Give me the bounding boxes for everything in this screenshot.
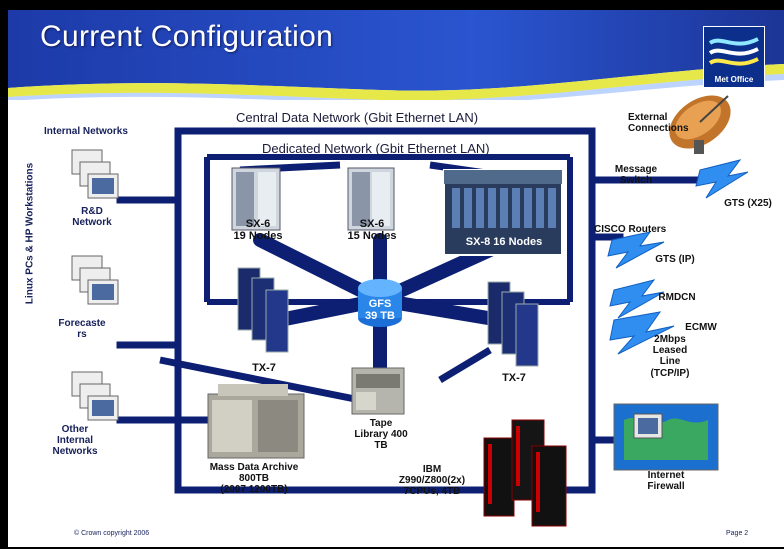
footer-copyright: © Crown copyright 2006: [74, 530, 150, 537]
central-network-lines: [116, 127, 704, 494]
external-connections-label: External Connections: [628, 112, 689, 135]
other-internal-networks-label: Other Internal Networks: [52, 424, 98, 458]
gfs-39tb-label: GFS 39 TB: [365, 298, 395, 323]
internal-networks-label: Internal Networks: [44, 126, 128, 137]
gfs-storage-icon: [358, 279, 402, 327]
workstation-icon: [71, 149, 119, 199]
dedicated-network-label: Dedicated Network (Gbit Ethernet LAN): [262, 141, 490, 156]
ecmw-label: ECMW: [685, 322, 717, 333]
gts-ip-label: GTS (IP): [655, 254, 695, 265]
world-map-monitor-icon: [613, 403, 719, 471]
workstation-icon: [71, 255, 119, 305]
supercomputer-icon: [231, 167, 281, 231]
workstations-label: Linux PCs & HP Workstations: [24, 162, 36, 305]
server-rack-icon: [487, 281, 539, 367]
frame-top: [0, 0, 784, 10]
frame-left: [0, 0, 8, 549]
satellite-dish-icon: [669, 95, 731, 154]
tape-library-label: Tape Library 400 TB: [354, 418, 408, 452]
central-network-label: Central Data Network (Gbit Ethernet LAN): [236, 110, 479, 125]
logo-text: Met Office: [714, 75, 754, 84]
footer-page-number: Page 2: [726, 530, 749, 537]
mass-archive-icon: [207, 384, 305, 459]
lightning-bolt-icon: [609, 279, 665, 319]
rmdcn-label: RMDCN: [658, 292, 696, 303]
server-rack-icon: [237, 267, 289, 353]
sx6-15-nodes-label: SX-6 15 Nodes: [347, 218, 397, 243]
lightning-bolt-icon: [609, 311, 675, 355]
leased-line-label: 2Mbps Leased Line (TCP/IP): [650, 334, 690, 379]
cisco-routers-label: CISCO Routers: [594, 224, 667, 235]
mainframe-icon: [483, 419, 567, 527]
slide-title: Current Configuration: [40, 20, 334, 53]
tx7-right-label: TX-7: [502, 372, 526, 384]
met-office-logo-icon: Met Office: [703, 26, 765, 88]
tape-library-icon: [351, 367, 405, 415]
supercomputer-icon: [347, 167, 395, 231]
lightning-bolt-icon: [695, 159, 749, 199]
header-band: [8, 10, 784, 100]
supercomputer-icon: [443, 169, 563, 256]
ibm-mainframe-label: IBM Z990/Z800(2x) 7CPUs, 4TB: [398, 464, 466, 498]
rnd-network-label: R&D Network: [72, 206, 112, 229]
internet-firewall-label: Internet Firewall: [647, 470, 685, 493]
gfs-links: [253, 233, 507, 377]
sx6-19-nodes-label: SX-6 19 Nodes: [233, 218, 283, 243]
lightning-bolt-icon: [607, 231, 665, 269]
workstation-icon: [71, 371, 119, 421]
forecasters-label: Forecaste rs: [58, 318, 106, 341]
sx8-16-nodes-label: SX-8 16 Nodes: [465, 236, 543, 248]
message-switch-label: Message Switch: [614, 164, 658, 187]
frame-bottom: [0, 547, 784, 549]
tx7-left-label: TX-7: [252, 362, 276, 374]
mass-data-archive-label: Mass Data Archive 800TB (2007 1200TB): [209, 462, 299, 496]
gts-x25-label: GTS (X25): [724, 198, 772, 209]
workstations-side-label: Linux PCs & HP Workstations: [18, 148, 42, 328]
